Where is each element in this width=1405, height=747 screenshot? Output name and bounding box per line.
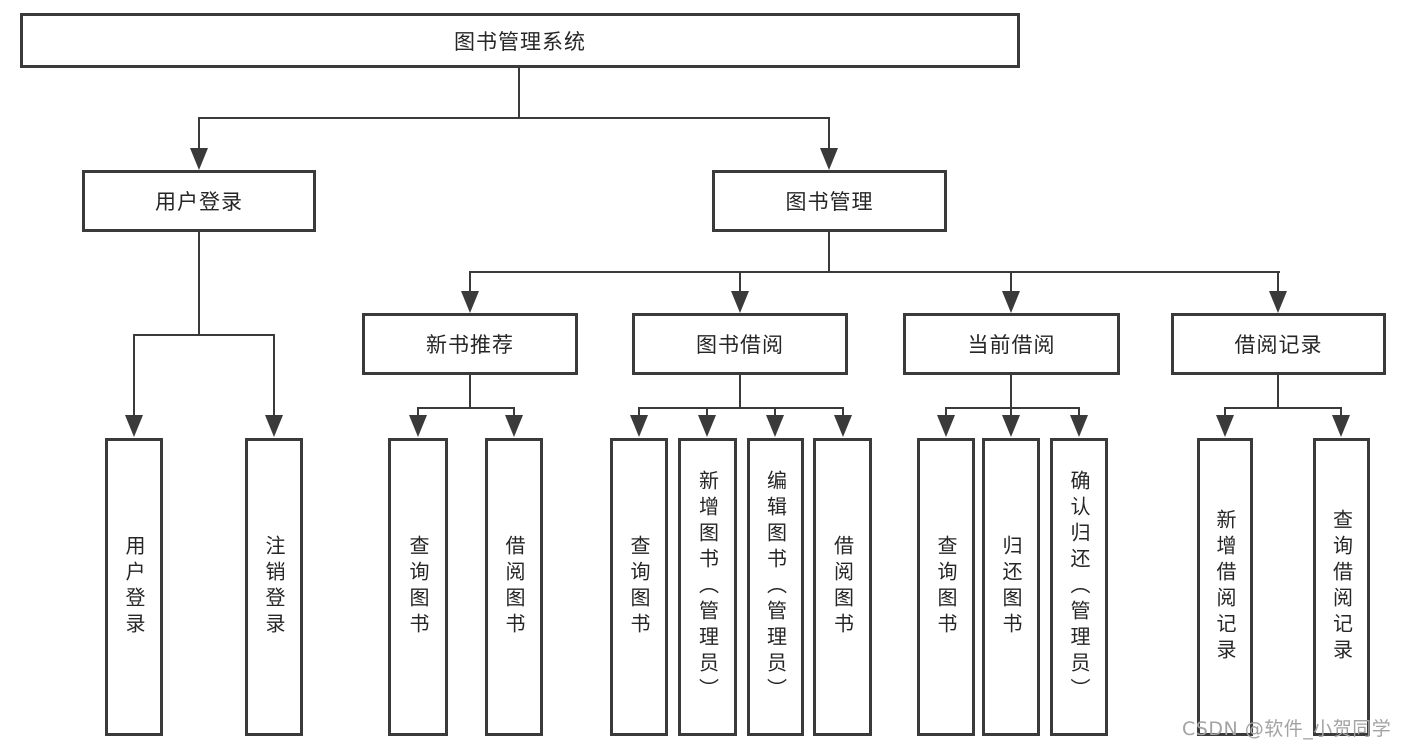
node-leaf-bb-add-books-admin: 新增图书（管理员） <box>678 438 737 736</box>
connector-current-borrow-stub <box>1010 375 1012 409</box>
node-leaf-user-login-label: 用户登录 <box>122 535 146 639</box>
node-leaf-cb-confirm-return-admin: 确认归还（管理员） <box>1050 438 1108 736</box>
node-leaf-nb-query-books-label: 查询图书 <box>406 535 430 639</box>
node-current-borrow: 当前借阅 <box>903 313 1120 375</box>
node-leaf-logout: 注销登录 <box>245 438 303 736</box>
node-leaf-nb-borrow-books-label: 借阅图书 <box>502 535 526 639</box>
connector-book-mgmt-stub <box>828 232 830 273</box>
arrowhead-leaf-br-query-icon <box>1332 415 1350 437</box>
connector-current-borrow-split <box>945 407 1080 409</box>
arrowhead-leaf-cb-return-icon <box>1002 415 1020 437</box>
node-leaf-cb-query-books: 查询图书 <box>917 438 975 736</box>
connector-to-leaf-bb-edit <box>774 407 776 417</box>
connector-to-leaf-bb-borrow <box>842 407 844 417</box>
arrowhead-leaf-cb-query-icon <box>937 415 955 437</box>
connector-to-leaf-bb-query <box>638 407 640 417</box>
node-leaf-user-login: 用户登录 <box>105 438 163 736</box>
node-book-borrow-label: 图书借阅 <box>696 333 784 357</box>
arrowhead-leaf-bb-query-icon <box>630 415 648 437</box>
arrowhead-leaf-nb-query-icon <box>409 415 427 437</box>
node-leaf-cb-return-books-label: 归还图书 <box>999 535 1023 639</box>
arrowhead-leaf-nb-borrow-icon <box>505 415 523 437</box>
node-current-borrow-label: 当前借阅 <box>967 333 1056 357</box>
node-leaf-bb-borrow-books-label: 借阅图书 <box>830 535 855 639</box>
node-leaf-bb-edit-books-admin-label: 编辑图书（管理员） <box>763 470 788 704</box>
arrowhead-leaf-logout-icon <box>265 415 283 437</box>
node-leaf-bb-edit-books-admin: 编辑图书（管理员） <box>747 438 804 736</box>
arrowhead-leaf-cb-confirm-icon <box>1070 415 1088 437</box>
node-new-books: 新书推荐 <box>362 313 578 375</box>
connector-user-login-split <box>133 334 275 336</box>
connector-to-user-login <box>198 117 200 150</box>
connector-book-mgmt-split <box>469 271 1280 273</box>
connector-user-login-stub <box>198 232 200 336</box>
arrowhead-book-mgmt-icon <box>820 148 838 170</box>
connector-borrow-records-split <box>1224 407 1342 409</box>
arrowhead-leaf-br-add-icon <box>1216 415 1234 437</box>
arrowhead-book-borrow-icon <box>731 291 749 313</box>
connector-to-current-borrow <box>1010 271 1012 293</box>
connector-to-leaf-user-login <box>133 334 135 417</box>
connector-root-stub <box>518 68 520 119</box>
node-leaf-bb-query-books-label: 查询图书 <box>627 535 651 639</box>
arrowhead-leaf-bb-add-icon <box>698 415 716 437</box>
node-book-mgmt: 图书管理 <box>712 170 947 232</box>
csdn-watermark: CSDN @软件_小贺同学 <box>1182 718 1392 740</box>
arrowhead-leaf-bb-edit-icon <box>766 415 784 437</box>
connector-to-leaf-nb-query <box>417 407 419 417</box>
node-user-login: 用户登录 <box>82 170 316 232</box>
connector-to-borrow-records <box>1277 271 1279 293</box>
arrowhead-leaf-user-login-icon <box>125 415 143 437</box>
node-leaf-bb-query-books: 查询图书 <box>610 438 668 736</box>
connector-to-book-mgmt <box>828 117 830 150</box>
arrowhead-leaf-bb-borrow-icon <box>834 415 852 437</box>
node-leaf-bb-borrow-books: 借阅图书 <box>813 438 872 736</box>
connector-to-leaf-cb-query <box>945 407 947 417</box>
node-borrow-records-label: 借阅记录 <box>1234 333 1323 357</box>
connector-to-book-borrow <box>739 271 741 293</box>
node-leaf-cb-return-books: 归还图书 <box>982 438 1040 736</box>
node-leaf-br-add-record: 新增借阅记录 <box>1197 438 1253 736</box>
connector-to-leaf-cb-confirm <box>1078 407 1080 417</box>
arrowhead-user-login-icon <box>190 148 208 170</box>
arrowhead-borrow-records-icon <box>1269 291 1287 313</box>
connector-to-leaf-bb-add <box>706 407 708 417</box>
connector-to-leaf-nb-borrow <box>513 407 515 417</box>
node-book-borrow: 图书借阅 <box>632 313 848 375</box>
connector-book-borrow-stub <box>739 375 741 409</box>
node-leaf-logout-label: 注销登录 <box>262 535 286 639</box>
connector-to-leaf-br-query <box>1340 407 1342 417</box>
connector-new-books-split <box>417 407 515 409</box>
node-root-label: 图书管理系统 <box>454 29 586 54</box>
arrowhead-current-borrow-icon <box>1002 291 1020 313</box>
connector-new-books-stub <box>469 375 471 409</box>
node-leaf-cb-confirm-return-admin-label: 确认归还（管理员） <box>1067 470 1091 704</box>
node-leaf-br-query-record-label: 查询借阅记录 <box>1329 509 1354 665</box>
arrowhead-new-books-icon <box>461 291 479 313</box>
node-leaf-nb-borrow-books: 借阅图书 <box>485 438 543 736</box>
node-leaf-bb-add-books-admin-label: 新增图书（管理员） <box>695 470 720 704</box>
connector-to-leaf-logout <box>273 334 275 417</box>
connector-book-borrow-split <box>638 407 844 409</box>
node-leaf-cb-query-books-label: 查询图书 <box>934 535 958 639</box>
node-leaf-br-query-record: 查询借阅记录 <box>1313 438 1370 736</box>
connector-borrow-records-stub <box>1277 375 1279 409</box>
node-book-mgmt-label: 图书管理 <box>785 190 874 214</box>
node-root: 图书管理系统 <box>20 13 1020 68</box>
node-borrow-records: 借阅记录 <box>1171 313 1386 375</box>
connector-to-leaf-cb-return <box>1010 407 1012 417</box>
node-leaf-nb-query-books: 查询图书 <box>388 438 448 736</box>
node-user-login-label: 用户登录 <box>155 190 243 214</box>
connector-to-new-books <box>469 271 471 293</box>
connector-to-leaf-br-add <box>1224 407 1226 417</box>
connector-root-split <box>198 117 830 119</box>
node-new-books-label: 新书推荐 <box>426 333 514 357</box>
node-leaf-br-add-record-label: 新增借阅记录 <box>1213 509 1237 665</box>
